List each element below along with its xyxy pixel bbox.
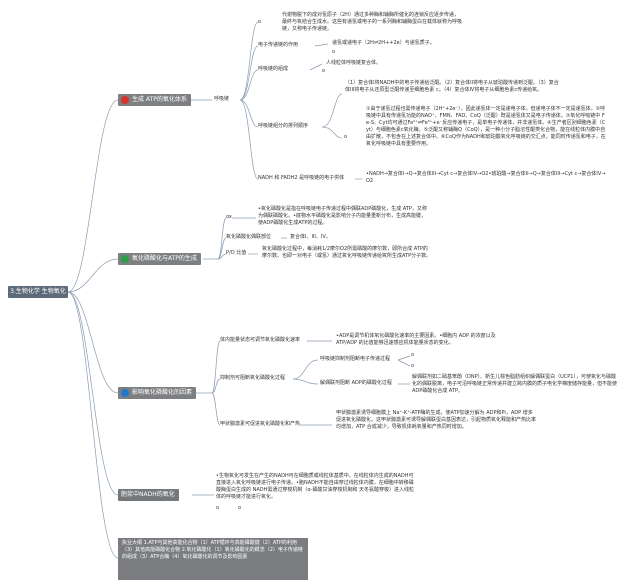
priority-red-icon [121,96,129,104]
node-chain-intro[interactable]: 代谢物脱下的成对氢原子（2H）通过多种酶和辅酶所催化的连锁反应逐步传递，最终与氧… [282,12,463,32]
node-chain-order-text1[interactable]: （1）复合体I将NADH中的电子传递给泛醌。（2）复合体II将电子从琥珀酸传递到… [345,80,559,93]
node-chain-order-text2[interactable]: ①由于递氢过程也需传递电子（2H⁺+2e⁻），因此递氢体一定是递电子体。但递电子… [366,106,606,147]
dot-marker: o [322,68,326,74]
node-ox-intro[interactable]: •氧化磷酸化是指在呼吸链电子传递过程中偶联ADP磷酸化，生成 ATP，又称为偶联… [258,206,427,226]
node-chain-composition-text[interactable]: 人线粒体呼吸链复合体。 [326,60,382,66]
node-coupling-site[interactable]: 氧化磷酸化偶联部位 [226,234,272,240]
branch-label: 氧化磷酸化与ATP的生成 [132,255,197,262]
connector-root-b2 [67,258,119,293]
priority-blue-icon [121,389,129,397]
branch-cytosolic-nadh[interactable]: 胞浆中NADH的氧化 [118,489,179,501]
node-nadh-shuttle-text[interactable]: •生物氧化可发生在产生的NADH可在细胞质或线粒体基质中。在线粒体内生成的NAD… [216,473,415,500]
node-po-ratio[interactable]: P/O 比值 [226,250,247,256]
node-chain-inhibitors[interactable]: 呼吸链抑制剂阻断电子传递过程 [320,356,391,362]
node-chain-composition[interactable]: 呼吸链的组成 [258,66,289,72]
dot-marker: o [332,49,336,55]
node-chain-order[interactable]: 呼吸链组分的排列顺序 [258,123,309,129]
node-nadh-path[interactable]: •NADH→复合体I→Q→复合体III→Cyt c→复合体IV→O2•琥珀酸→复… [366,171,606,184]
connector-root-b5 [67,291,119,559]
dot-marker: o [258,19,262,25]
dot-marker: o [238,505,242,511]
node-inhibitors[interactable]: 抑制剂可阻断氧化磷酸化过程 [220,375,286,381]
branch-oxidative-phosphorylation[interactable]: 氧化磷酸化与ATP的生成 [118,253,201,265]
dot-marker: o [344,134,348,140]
node-thyroid-text[interactable]: 甲状腺激素诱导细胞膜上 Na⁺-K⁺-ATP酶的生成，使ATP加速分解为 ADP… [336,410,537,430]
node-respiratory-chain[interactable]: 呼吸链 [214,96,230,102]
dot-marker: o [411,363,415,369]
node-chain-function-text[interactable]: 递氢或递电子（2H⇌2H++2e）与递氢质子。 [332,40,435,46]
dot-marker: o [411,352,415,358]
branch-label: 胞浆中NADH的氧化 [121,491,175,498]
syllabus-summary[interactable]: 执业大纲 1.ATP与其他高能化合物（1）ATP循环与高能磷酸键（2）ATP的利… [118,538,308,580]
branch-atp-oxidation-system[interactable]: 生成 ATP的氧化体系 [118,94,191,106]
node-uncouplers-text[interactable]: 解偶联剂如二硝基苯酚（DNP）、新生儿棕色脂肪组织解偶联蛋白（UCP1），可使氧… [412,374,618,394]
priority-green-icon [121,255,129,263]
connector-root-b1 [67,99,119,293]
root-node[interactable]: 3.生物化学 生物氧化 [8,286,68,298]
branch-label: 生成 ATP的氧化体系 [132,96,187,103]
dot-marker: o [216,505,220,511]
node-uncouplers[interactable]: 解偶联剂阻断 ADP的磷酸化过程 [320,380,392,386]
node-energy-state-text[interactable]: •ADP是调节机体氧化磷酸化速率的主要因素。•细胞内 ADP 的浓度以及ATP/… [336,333,496,346]
node-ox-tag[interactable]: ox [226,214,232,220]
node-coupling-site-text[interactable]: 复合体I、III、IV。 [290,234,331,240]
node-energy-state[interactable]: 体内能量状态可调节氧化磷酸化速率 [220,337,301,343]
node-thyroid[interactable]: 甲状腺激素可促进氧化磷酸化和产热 [220,421,301,427]
node-chain-function[interactable]: 电子传递链的作用 [258,42,299,48]
branch-influencing-factors[interactable]: 影响氧化磷酸化的因素 [118,387,197,399]
connector-root-b3 [67,291,119,394]
node-nadh-donor[interactable]: NADH 和 FADH2 是呼吸链的电子供体 [258,175,345,181]
node-po-ratio-text[interactable]: 氧化磷酸化过程中，每消耗1/2摩尔O2所需磷酸的摩尔数，即所合成 ATP的摩尔数… [262,246,432,259]
branch-label: 影响氧化磷酸化的因素 [132,389,193,396]
connector-root-b4 [67,291,119,496]
